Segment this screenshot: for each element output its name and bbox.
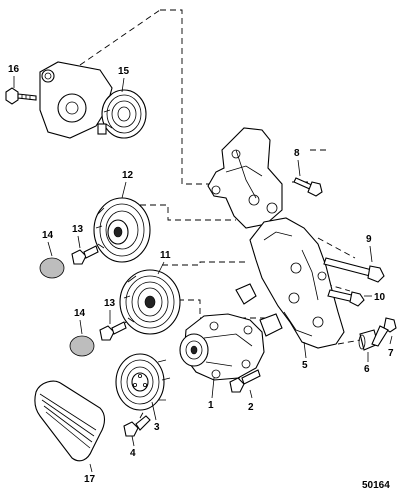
idler-pulley-11 bbox=[119, 269, 181, 335]
bolt-8 bbox=[293, 177, 323, 197]
bolt-16 bbox=[5, 87, 37, 105]
reference-number: 50164 bbox=[362, 480, 390, 491]
dust-cap-14-upper bbox=[39, 257, 65, 279]
water-pump bbox=[179, 313, 265, 381]
water-pump-pulley bbox=[115, 353, 171, 411]
bolt-7 bbox=[371, 317, 397, 347]
bolt-13-lower bbox=[99, 321, 127, 341]
callout-labels: 16 15 8 12 11 13 14 13 14 9 10 7 6 5 1 2… bbox=[8, 64, 394, 485]
callout-13-lower: 13 bbox=[104, 298, 116, 309]
callout-8: 8 bbox=[294, 148, 300, 159]
callout-2: 2 bbox=[248, 402, 254, 413]
callout-11: 11 bbox=[160, 250, 171, 261]
idler-pulley-12 bbox=[93, 197, 151, 263]
callout-13-upper: 13 bbox=[72, 224, 84, 235]
callout-17: 17 bbox=[84, 474, 96, 485]
dust-cap-14-lower bbox=[69, 335, 95, 357]
callout-14-upper: 14 bbox=[42, 230, 54, 241]
callout-14-lower: 14 bbox=[74, 308, 86, 319]
callout-10: 10 bbox=[374, 292, 386, 303]
callout-1: 1 bbox=[208, 400, 214, 411]
belt-tensioner bbox=[39, 61, 147, 139]
bolt-9 bbox=[323, 257, 385, 283]
callout-4: 4 bbox=[130, 448, 136, 459]
callout-12: 12 bbox=[122, 170, 134, 181]
callout-6: 6 bbox=[364, 364, 370, 375]
bolt-4 bbox=[123, 415, 151, 437]
callout-5: 5 bbox=[302, 360, 308, 371]
bolt-2 bbox=[229, 369, 261, 393]
bolt-13-upper bbox=[71, 245, 99, 265]
serpentine-belt bbox=[34, 380, 106, 462]
callout-3: 3 bbox=[154, 422, 160, 433]
callout-7: 7 bbox=[388, 348, 394, 359]
callout-9: 9 bbox=[366, 234, 372, 245]
leader-lines bbox=[13, 76, 393, 473]
main-bracket bbox=[235, 217, 345, 349]
callout-16: 16 bbox=[8, 64, 20, 75]
assembly-guide-lines bbox=[79, 9, 361, 419]
upper-bracket bbox=[207, 127, 283, 229]
bolt-10 bbox=[327, 289, 365, 307]
callout-15: 15 bbox=[118, 66, 130, 77]
